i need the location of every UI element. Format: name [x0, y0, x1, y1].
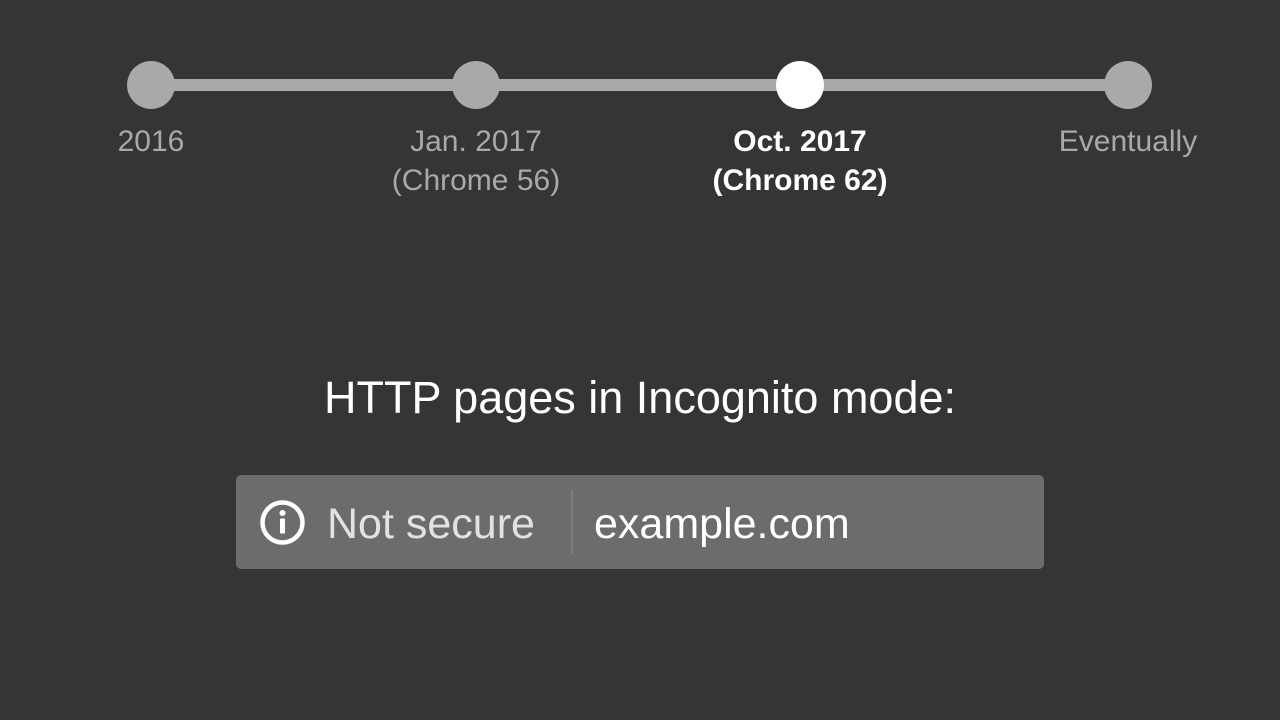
timeline-track [151, 79, 1128, 91]
milestone-dot-oct-2017 [776, 61, 824, 109]
omnibox-mockup [236, 475, 1044, 569]
milestone-dot-eventually [1104, 61, 1152, 109]
milestone-label-2016: 2016 [21, 122, 281, 161]
milestone-version: (Chrome 56) [391, 164, 561, 197]
milestone-date: Oct. 2017 [733, 125, 867, 158]
milestone-date: Eventually [1058, 125, 1198, 158]
url-text: example.com [594, 500, 850, 548]
omnibox-divider [571, 490, 573, 554]
milestone-dot-jan-2017 [452, 61, 500, 109]
info-icon [260, 500, 305, 545]
milestone-dot-2016 [127, 61, 175, 109]
milestone-label-jan-2017: Jan. 2017 (Chrome 56) [346, 122, 606, 200]
milestone-date: 2016 [117, 125, 185, 158]
slide-heading: HTTP pages in Incognito mode: [323, 372, 957, 423]
milestone-label-eventually: Eventually [998, 122, 1258, 161]
milestone-version: (Chrome 62) [712, 164, 888, 197]
security-status-label: Not secure [327, 500, 535, 548]
milestone-date: Jan. 2017 [410, 125, 542, 158]
milestone-label-oct-2017: Oct. 2017 (Chrome 62) [670, 122, 930, 200]
